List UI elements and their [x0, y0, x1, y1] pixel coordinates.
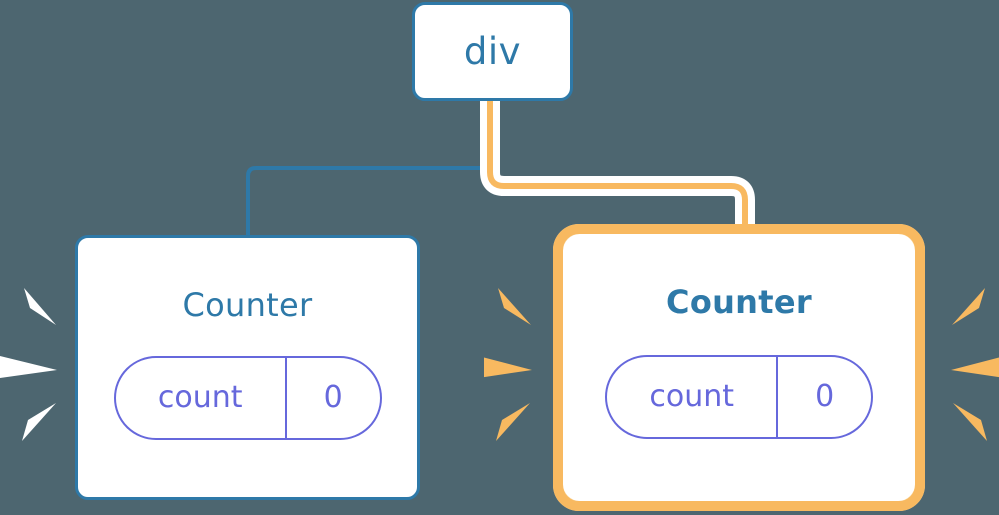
counter-left-state-key: count: [157, 380, 243, 415]
node-counter-right[interactable]: Counter count 0: [563, 234, 915, 501]
node-div-label: div: [463, 30, 522, 73]
edge-div-to-counter-left: [246, 101, 495, 236]
counter-left-state-value: 0: [284, 358, 380, 438]
counter-left-title: Counter: [182, 286, 313, 324]
counter-right-title: Counter: [666, 283, 812, 321]
counter-left-state-pill[interactable]: count 0: [113, 356, 382, 440]
counter-right-state-value: 0: [776, 357, 871, 437]
counter-right-state-key: count: [649, 379, 735, 414]
edge-div-to-counter-right: [487, 101, 748, 246]
node-counter-left[interactable]: Counter count 0: [75, 235, 420, 500]
node-div[interactable]: div: [412, 2, 573, 101]
counter-right-state-pill[interactable]: count 0: [605, 355, 873, 439]
